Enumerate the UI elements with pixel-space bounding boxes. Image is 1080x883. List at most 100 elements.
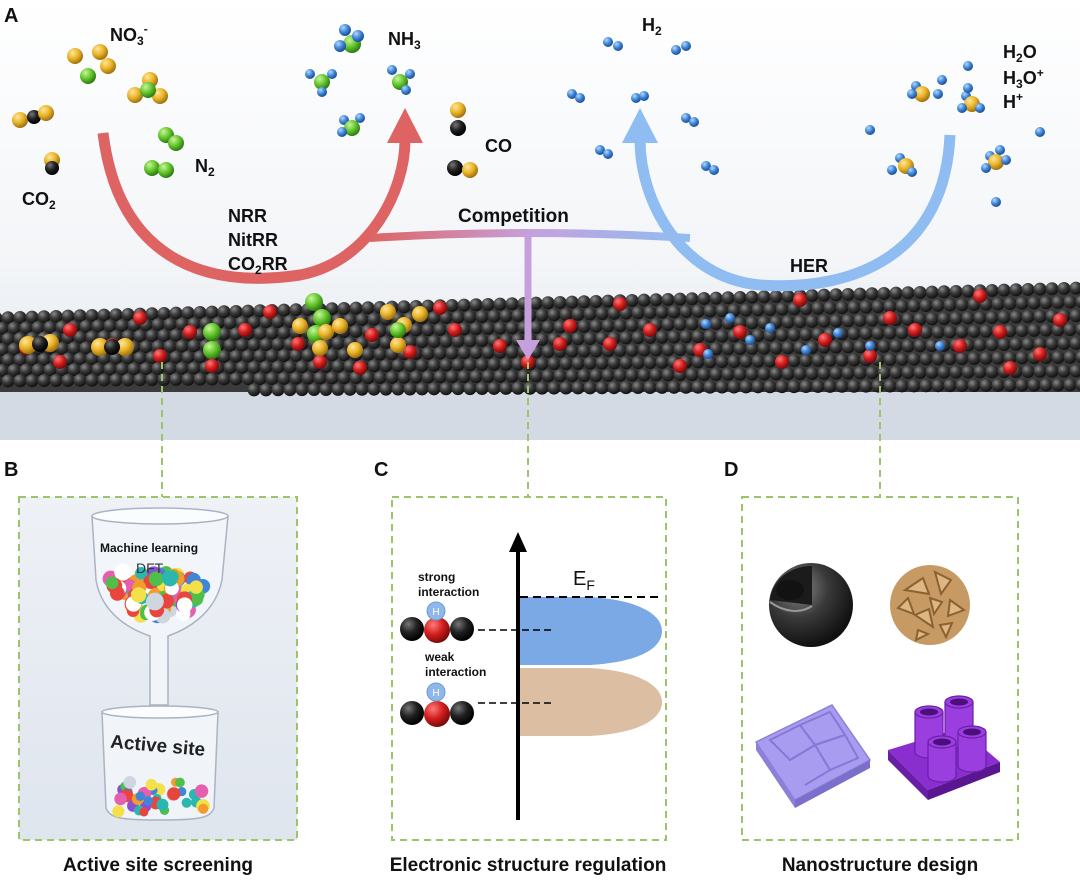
surface-atom bbox=[1051, 295, 1065, 309]
caption-d: Nanostructure design bbox=[782, 855, 978, 876]
surface-atom bbox=[43, 320, 57, 334]
surface-atom bbox=[1045, 282, 1059, 296]
surface-atom bbox=[715, 355, 729, 369]
surface-atom bbox=[799, 380, 813, 394]
oxygen-site-atom bbox=[205, 359, 219, 373]
surface-atom bbox=[571, 381, 585, 395]
surface-atom bbox=[487, 357, 501, 371]
surface-atom bbox=[877, 339, 891, 353]
surface-atom bbox=[25, 374, 39, 388]
surface-atom bbox=[811, 301, 825, 315]
surface-atom bbox=[511, 309, 525, 323]
oxygen-site-atom bbox=[603, 337, 617, 351]
surface-atom bbox=[313, 371, 327, 385]
oxygen-site-atom bbox=[643, 323, 657, 337]
h2-atom bbox=[603, 37, 613, 47]
surface-atom bbox=[391, 382, 405, 396]
nh3-atom bbox=[352, 30, 364, 42]
surface-atom bbox=[1027, 323, 1041, 337]
surface-atom bbox=[1045, 337, 1059, 351]
surface-atom bbox=[559, 308, 573, 322]
surface-atom bbox=[1057, 364, 1071, 378]
surface-atom bbox=[841, 287, 855, 301]
surface-atom bbox=[883, 326, 897, 340]
h2-atom bbox=[631, 93, 641, 103]
surface-atom bbox=[1039, 378, 1053, 392]
surface-atom bbox=[223, 338, 237, 352]
surface-atom bbox=[1021, 310, 1035, 324]
screening-ball bbox=[130, 587, 147, 603]
surface-atom bbox=[835, 353, 849, 367]
surface-atom bbox=[895, 299, 909, 313]
surface-atom bbox=[181, 372, 195, 386]
co2-atom bbox=[38, 105, 54, 121]
surface-atom bbox=[691, 304, 705, 318]
surface-atom bbox=[229, 304, 243, 318]
surface-atom bbox=[1069, 364, 1080, 378]
surface-atom bbox=[73, 309, 87, 323]
surface-atom bbox=[385, 370, 399, 384]
surface-atom bbox=[727, 380, 741, 394]
surface-atom bbox=[715, 304, 729, 318]
surface-atom bbox=[97, 308, 111, 322]
surface-atom bbox=[571, 356, 585, 370]
oxygen-site-atom bbox=[733, 325, 747, 339]
surface-atom bbox=[973, 365, 987, 379]
co-atom bbox=[462, 162, 478, 178]
surface-atom bbox=[613, 368, 627, 382]
surface-atom bbox=[925, 312, 939, 326]
surface-atom bbox=[991, 297, 1005, 311]
screening-ball bbox=[161, 570, 179, 587]
surface-atom bbox=[925, 339, 939, 353]
surface-atom bbox=[889, 366, 903, 380]
surface-atom bbox=[691, 380, 705, 394]
surface-atom bbox=[703, 304, 717, 318]
surface-atom bbox=[913, 312, 927, 326]
surface-atom bbox=[799, 328, 813, 342]
surface-atom bbox=[643, 305, 657, 319]
surface-atom bbox=[889, 339, 903, 353]
surface-atom bbox=[589, 294, 603, 308]
selected-ball bbox=[181, 797, 192, 808]
surface-atom bbox=[1021, 337, 1035, 351]
surface-atom bbox=[985, 311, 999, 325]
surface-atom bbox=[739, 303, 753, 317]
surface-atom bbox=[487, 381, 501, 395]
surface-atom bbox=[637, 293, 651, 307]
surface-atom bbox=[73, 330, 87, 344]
surface-atom bbox=[337, 301, 351, 315]
surface-atom bbox=[577, 369, 591, 383]
surface-atom bbox=[823, 301, 837, 315]
surface-atom bbox=[445, 346, 459, 360]
surface-atom bbox=[925, 285, 939, 299]
surface-atom bbox=[331, 359, 345, 373]
surface-atom bbox=[667, 330, 681, 344]
surface-atom bbox=[247, 360, 261, 374]
surface-atom bbox=[25, 310, 39, 324]
nh3-atom bbox=[387, 65, 397, 75]
water-atom bbox=[995, 145, 1005, 155]
adsorbed-o-atom bbox=[412, 306, 428, 322]
adsorbed-o-atom bbox=[292, 318, 308, 334]
surface-atom bbox=[265, 349, 279, 363]
surface-atom bbox=[79, 362, 93, 376]
h2-atom bbox=[689, 117, 699, 127]
surface-atom bbox=[571, 332, 585, 346]
surface-atom bbox=[187, 361, 201, 375]
surface-atom bbox=[631, 381, 645, 395]
surface-atom bbox=[973, 311, 987, 325]
adsorbed-n-atom bbox=[305, 293, 323, 311]
adsorbed-n-atom bbox=[313, 309, 331, 327]
surface-atom bbox=[175, 361, 189, 375]
surface-atom bbox=[1027, 378, 1041, 392]
surface-atom bbox=[259, 338, 273, 352]
surface-atom bbox=[439, 358, 453, 372]
surface-atom bbox=[169, 350, 183, 364]
surface-atom bbox=[157, 328, 171, 342]
surface-atom bbox=[853, 313, 867, 327]
weak-h-atom-label: H bbox=[432, 688, 439, 699]
surface-atom bbox=[49, 373, 63, 387]
surface-atom bbox=[631, 306, 645, 320]
surface-atom bbox=[703, 380, 717, 394]
adsorbed-o-atom bbox=[19, 336, 37, 354]
